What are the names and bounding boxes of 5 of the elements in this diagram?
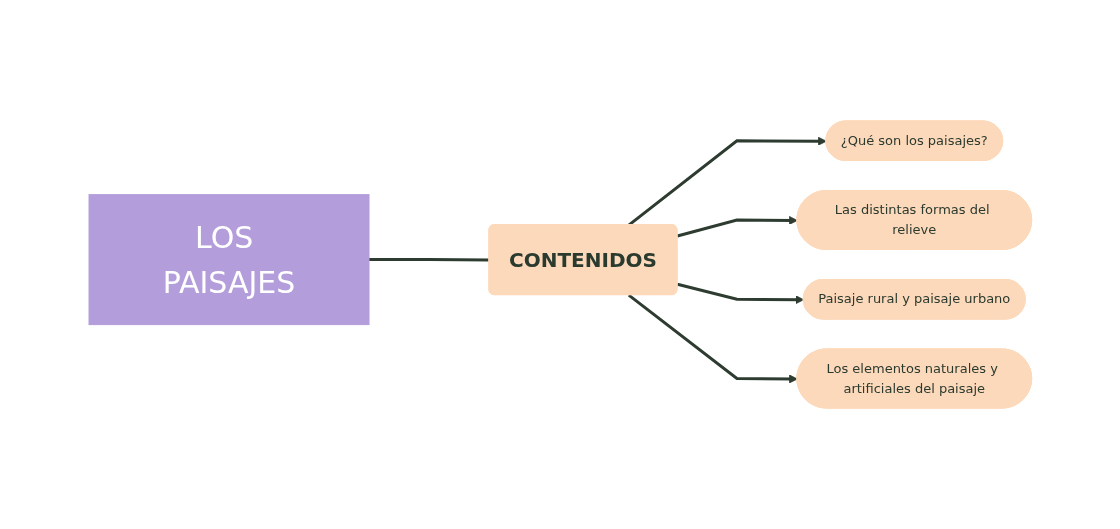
arrow [676,216,798,238]
node-box: LOS PAISAJES [88,194,370,326]
arrow [627,293,798,384]
connector [368,258,490,262]
arrow [676,282,804,305]
